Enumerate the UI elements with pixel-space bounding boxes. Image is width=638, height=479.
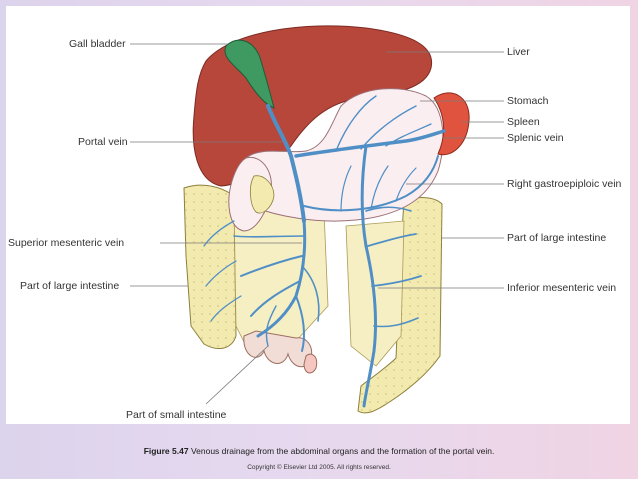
figure-number: Figure 5.47: [143, 446, 189, 456]
label-gall-bladder: Gall bladder: [69, 38, 126, 50]
anatomy-diagram: Gall bladder Portal vein Superior mesent…: [8, 25, 622, 421]
label-liver: Liver: [507, 46, 530, 58]
label-splenic-vein: Splenic vein: [507, 132, 564, 144]
splenic-vein-path: [294, 129, 446, 158]
label-right-gastroepiploic-vein: Right gastroepiploic vein: [507, 178, 622, 190]
label-superior-mesenteric-vein: Superior mesenteric vein: [8, 237, 124, 249]
figure-caption: Figure 5.47 Venous drainage from the abd…: [0, 446, 638, 456]
label-small-intestine: Part of small intestine: [126, 409, 227, 421]
figure-panel: Gall bladder Portal vein Superior mesent…: [6, 6, 630, 424]
leader-lines: [130, 43, 504, 405]
portal-vein-trunk: [266, 104, 306, 223]
label-large-intestine-right: Part of large intestine: [507, 232, 606, 244]
spleen-shape: [433, 92, 470, 156]
diagram-labels: Gall bladder Portal vein Superior mesent…: [8, 38, 622, 421]
copyright-notice: Copyright © Elsevier Ltd 2005. All right…: [247, 464, 391, 471]
gall-bladder-shape: [224, 39, 275, 109]
label-inferior-mesenteric-vein: Inferior mesenteric vein: [507, 282, 616, 294]
label-stomach: Stomach: [507, 95, 549, 107]
right-gastroepiploic-vein-path: [303, 155, 439, 212]
caption-text: Venous drainage from the abdominal organ…: [188, 446, 495, 456]
label-large-intestine-left: Part of large intestine: [20, 280, 119, 292]
small-intestine-shape: [243, 330, 318, 374]
inferior-mesenteric-vein-path: [360, 144, 378, 408]
label-portal-vein: Portal vein: [78, 136, 128, 148]
vein-network: [203, 95, 446, 408]
label-spleen: Spleen: [507, 116, 540, 128]
